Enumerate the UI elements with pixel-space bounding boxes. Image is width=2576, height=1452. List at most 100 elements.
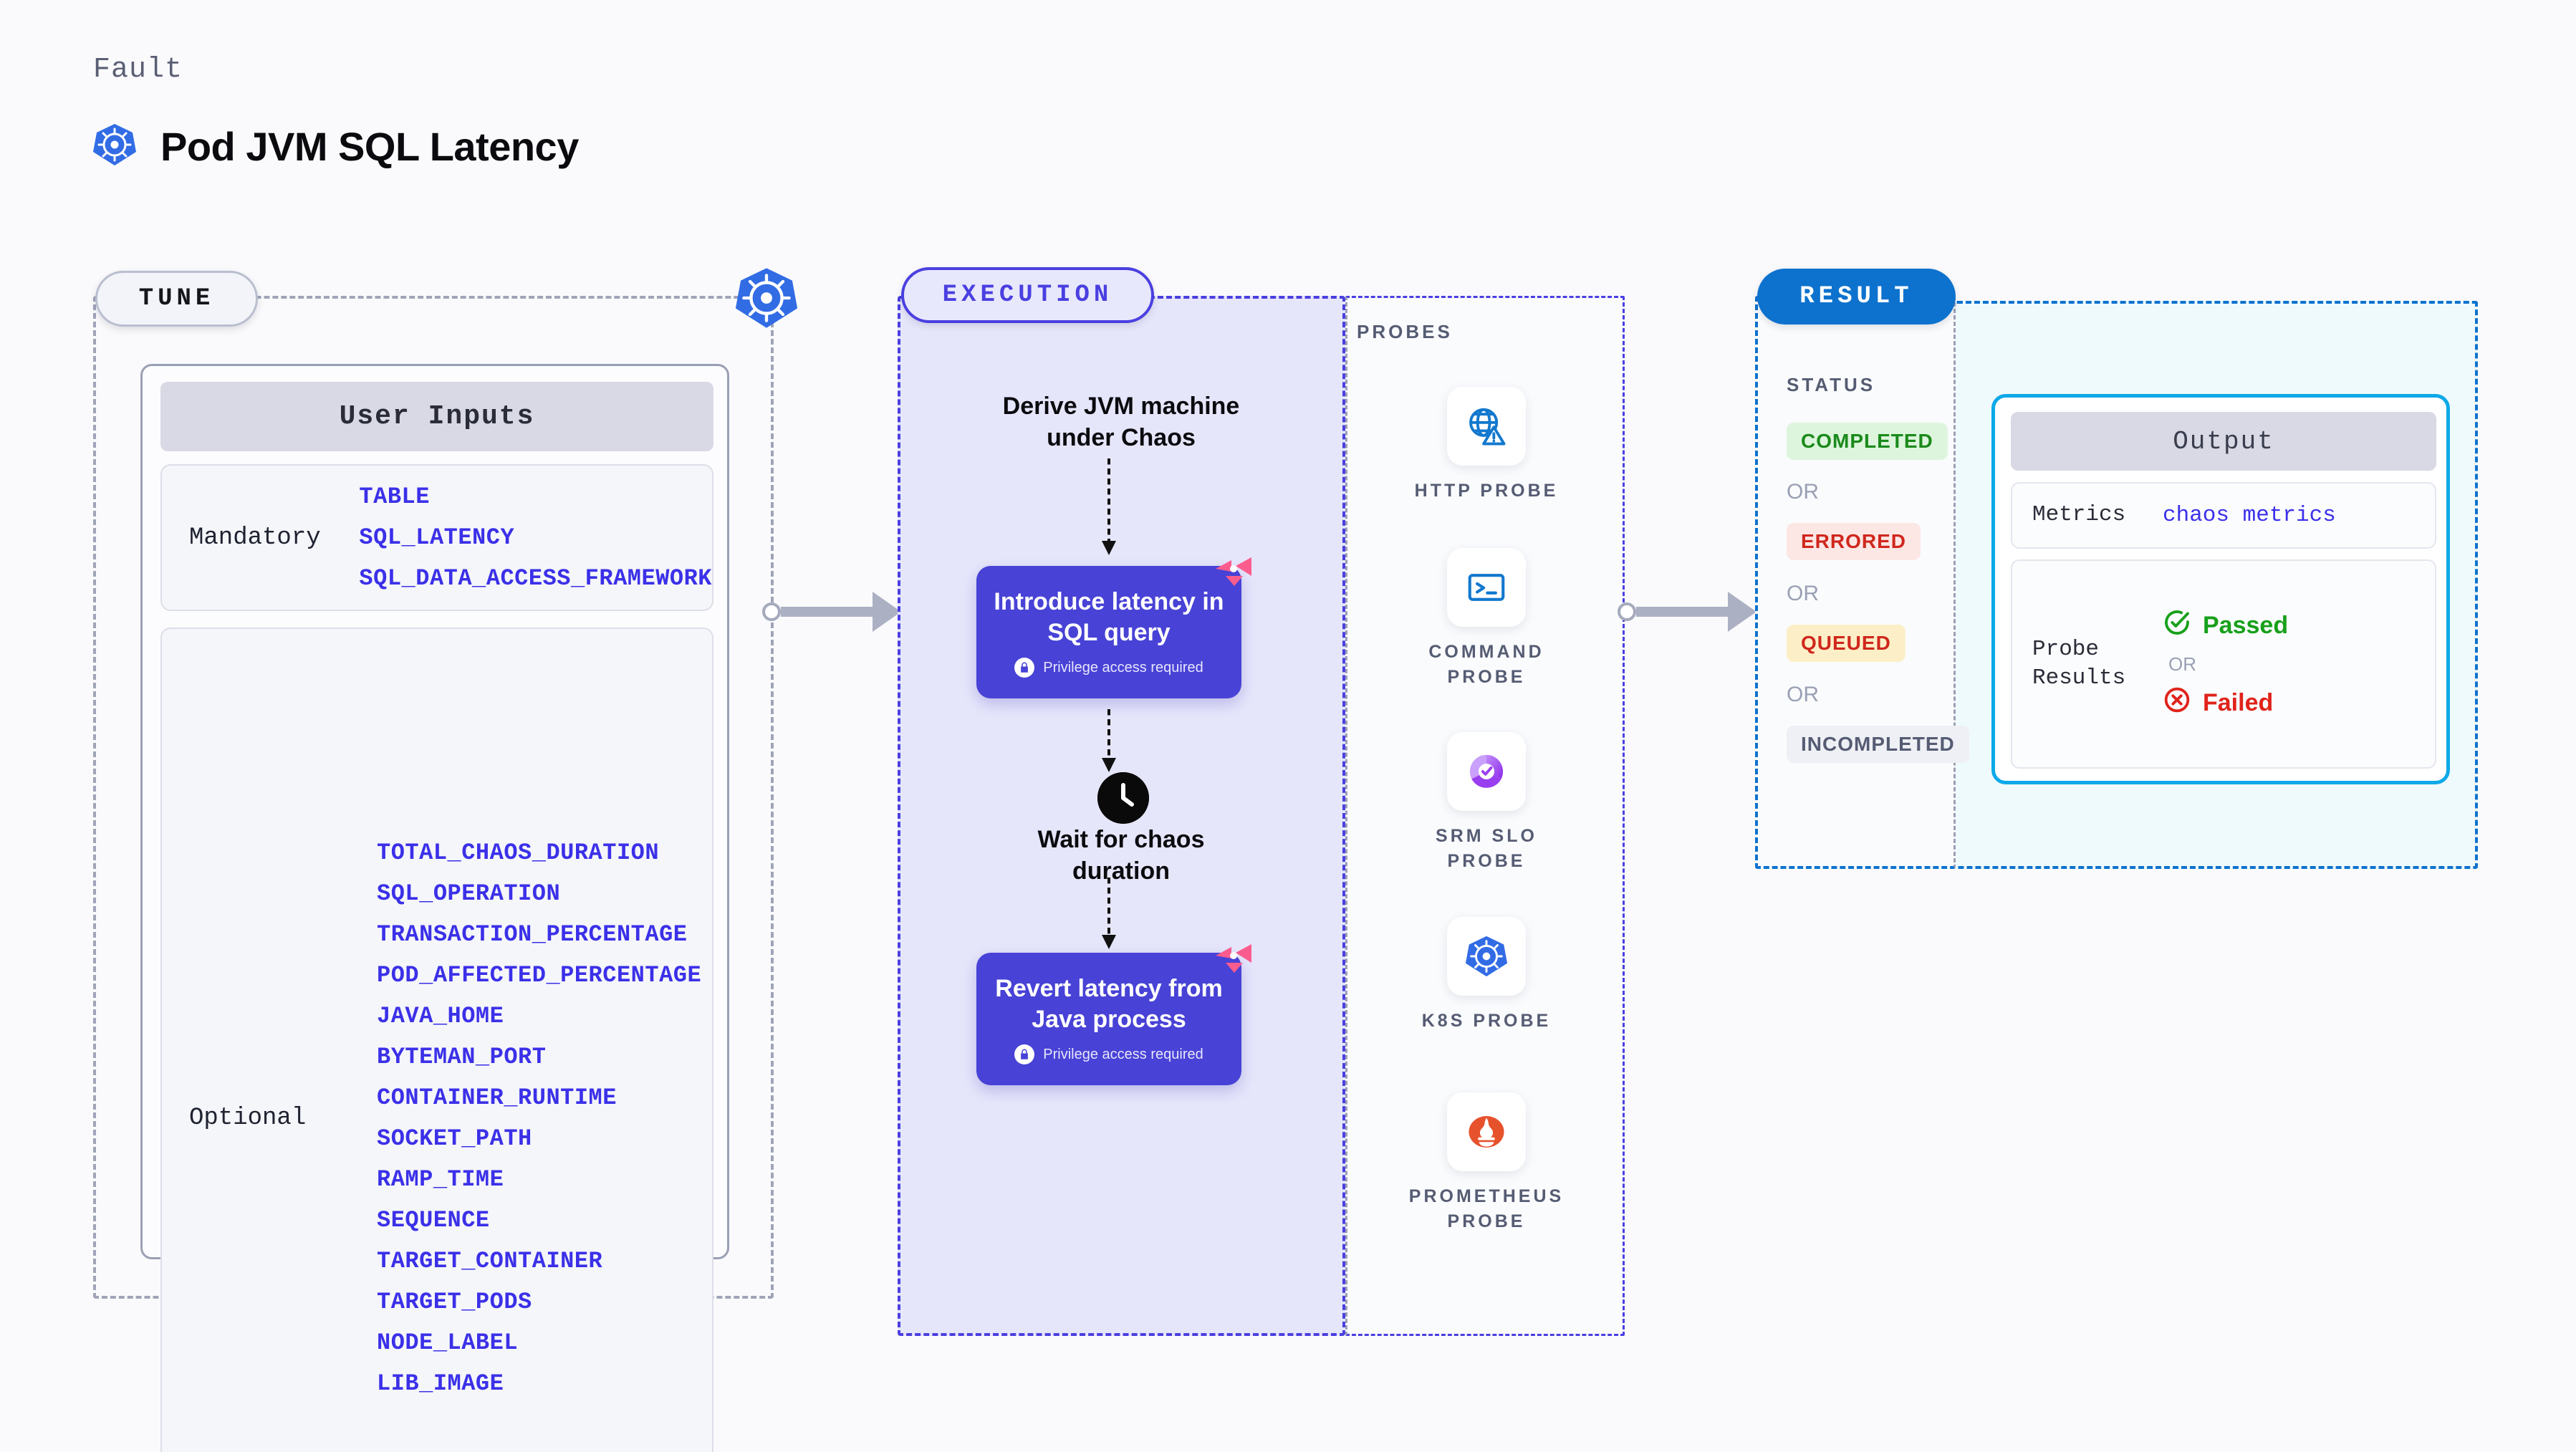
execution-box-title: Revert latency from Java process: [995, 975, 1223, 1033]
srm-slo-icon: [1447, 732, 1526, 811]
output-probe-results-key: Probe Results: [2032, 636, 2126, 691]
probe-label: K8S PROBE: [1421, 1011, 1552, 1031]
user-inputs-header: User Inputs: [160, 382, 713, 451]
connector-execution-to-result: [1618, 592, 1775, 632]
clock-icon: [1097, 772, 1149, 824]
status-badge-completed: COMPLETED: [1787, 423, 1948, 460]
connector-dot: [762, 602, 781, 621]
param-item[interactable]: TARGET_CONTAINER: [377, 1248, 603, 1274]
result-status-region: [1755, 296, 1956, 869]
connector-dot: [1618, 602, 1636, 621]
probe-http[interactable]: HTTP PROBE: [1379, 387, 1594, 504]
kubernetes-icon: [1447, 917, 1526, 996]
probe-k8s[interactable]: K8S PROBE: [1379, 917, 1594, 1034]
privilege-note: Privilege access required: [1014, 658, 1203, 678]
fault-kicker: Fault: [93, 54, 183, 86]
probe-command[interactable]: COMMAND PROBE: [1379, 548, 1594, 690]
probe-result-passed-label: Passed: [2203, 611, 2289, 639]
status-label: STATUS: [1787, 374, 1876, 395]
param-group-label: Optional: [189, 1105, 307, 1132]
output-row-metrics: Metrics chaos metrics: [2011, 482, 2436, 549]
kubernetes-icon: [734, 265, 799, 331]
flow-arrow: [1102, 458, 1116, 555]
user-inputs-card: User Inputs Mandatory TABLE SQL_LATENCY …: [140, 364, 729, 1452]
param-item[interactable]: SOCKET_PATH: [377, 1125, 532, 1152]
flow-arrow: [1102, 709, 1116, 772]
execution-box-revert-latency[interactable]: Revert latency from Java process Privile…: [976, 944, 1251, 1085]
flow-arrow: [1102, 878, 1116, 949]
connector-tune-to-execution: [762, 592, 920, 632]
param-item[interactable]: JAVA_HOME: [377, 1003, 504, 1029]
param-item[interactable]: TARGET_PODS: [377, 1289, 532, 1315]
lock-icon: [1014, 1044, 1035, 1064]
execution-pill-label: EXECUTION: [901, 267, 1154, 323]
arrow-line: [1107, 458, 1110, 542]
param-item[interactable]: SEQUENCE: [377, 1207, 490, 1234]
probe-prometheus[interactable]: PROMETHEUS PROBE: [1379, 1092, 1594, 1234]
param-item[interactable]: CONTAINER_RUNTIME: [377, 1085, 617, 1111]
arrow-head: [1102, 935, 1116, 949]
probes-title: PROBES: [1357, 321, 1453, 342]
execution-box-introduce-latency[interactable]: Introduce latency in SQL query Privilege…: [976, 557, 1251, 698]
output-header: Output: [2011, 412, 2436, 471]
status-badge-errored: ERRORED: [1787, 523, 1921, 560]
connector-shaft: [1636, 607, 1728, 617]
param-item[interactable]: LIB_IMAGE: [377, 1370, 504, 1397]
output-metrics-value[interactable]: chaos metrics: [2163, 503, 2336, 528]
output-metrics-key: Metrics: [2032, 502, 2126, 528]
or-separator: OR: [1787, 480, 1819, 504]
probe-label: SRM SLO PROBE: [1436, 826, 1537, 871]
param-list-mandatory: TABLE SQL_LATENCY SQL_DATA_ACCESS_FRAMEW…: [359, 476, 712, 599]
execution-box-title: Introduce latency in SQL query: [994, 588, 1224, 646]
page-title-text: Pod JVM SQL Latency: [160, 124, 579, 169]
param-group-label: Mandatory: [189, 524, 321, 552]
privilege-note: Privilege access required: [1014, 1044, 1203, 1064]
prometheus-icon: [1447, 1092, 1526, 1171]
arrow-line: [1107, 878, 1110, 936]
probe-label: COMMAND PROBE: [1428, 642, 1544, 687]
execution-step-wait: Wait for chaos duration: [1037, 826, 1205, 885]
arrow-line: [1107, 709, 1110, 759]
param-group-optional: Optional TOTAL_CHAOS_DURATION SQL_OPERAT…: [160, 628, 713, 1452]
connector-shaft: [781, 607, 873, 617]
probe-label: HTTP PROBE: [1414, 481, 1559, 501]
page-title: Pod JVM SQL Latency: [92, 122, 579, 171]
privilege-text: Privilege access required: [1043, 659, 1203, 675]
x-circle-icon: [2163, 686, 2191, 721]
arrow-head: [1102, 758, 1116, 772]
probe-results-values: Passed OR Failed: [2163, 608, 2288, 721]
output-row-probe-results: Probe Results Passed OR: [2011, 559, 2436, 769]
litmus-icon: [1210, 547, 1257, 595]
param-list-optional: TOTAL_CHAOS_DURATION SQL_OPERATION TRANS…: [377, 832, 712, 1404]
or-separator: OR: [1787, 582, 1819, 605]
status-badge-incompleted: INCOMPLETED: [1787, 726, 1969, 763]
param-item[interactable]: POD_AFFECTED_PERCENTAGE: [377, 962, 702, 989]
probe-result-failed: Failed: [2163, 686, 2288, 721]
globe-warning-icon: [1447, 387, 1526, 466]
status-badge-queued: QUEUED: [1787, 625, 1905, 662]
probe-result-passed: Passed: [2163, 608, 2288, 643]
probe-label: PROMETHEUS PROBE: [1408, 1186, 1565, 1231]
check-circle-icon: [2163, 608, 2191, 643]
param-item[interactable]: SQL_DATA_ACCESS_FRAMEWORK: [359, 565, 712, 592]
kubernetes-icon: [92, 122, 138, 171]
param-item[interactable]: SQL_LATENCY: [359, 524, 515, 551]
probe-srm-slo[interactable]: SRM SLO PROBE: [1379, 732, 1594, 874]
param-item[interactable]: TABLE: [359, 484, 430, 510]
param-item[interactable]: TRANSACTION_PERCENTAGE: [377, 921, 688, 948]
param-item[interactable]: BYTEMAN_PORT: [377, 1044, 547, 1070]
param-item[interactable]: TOTAL_CHAOS_DURATION: [377, 840, 660, 866]
param-item[interactable]: RAMP_TIME: [377, 1166, 504, 1193]
lock-icon: [1014, 658, 1035, 678]
param-group-mandatory: Mandatory TABLE SQL_LATENCY SQL_DATA_ACC…: [160, 464, 713, 611]
output-card: Output Metrics chaos metrics Probe Resul…: [1991, 394, 2450, 784]
result-pill-label: RESULT: [1757, 269, 1956, 324]
param-item[interactable]: NODE_LABEL: [377, 1330, 519, 1356]
connector-arrowhead: [873, 592, 901, 632]
param-item[interactable]: SQL_OPERATION: [377, 880, 561, 907]
probe-result-failed-label: Failed: [2203, 688, 2274, 716]
connector-arrowhead: [1728, 592, 1756, 632]
litmus-icon: [1210, 934, 1257, 981]
terminal-icon: [1447, 548, 1526, 627]
